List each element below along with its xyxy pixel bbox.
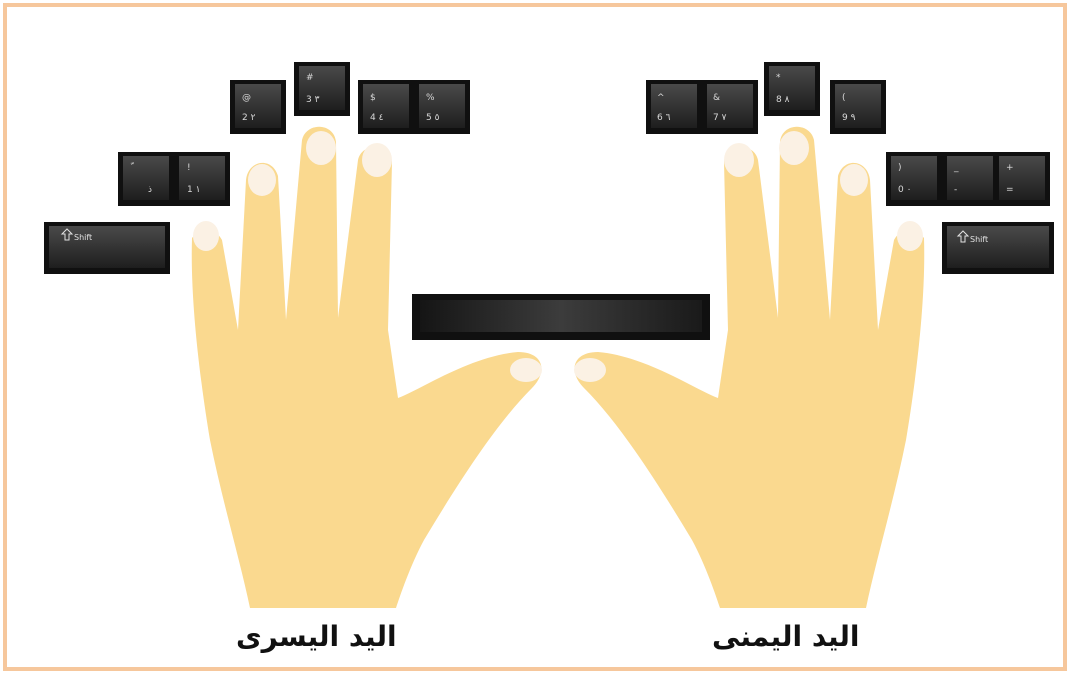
left-hand-label: اليد اليسرى xyxy=(236,620,397,653)
key-minus: _ - xyxy=(942,152,998,206)
key-4-bottom: 4 ٤ xyxy=(370,113,384,123)
key-3-bottom: 3 ٣ xyxy=(306,95,320,105)
right-shift-key: Shift xyxy=(942,222,1054,274)
key-4-top: $ xyxy=(370,93,376,103)
key-0: ) 0 ٠ xyxy=(886,152,942,206)
right-hand-label: اليد اليمنى xyxy=(712,620,860,653)
key-3: # 3 ٣ xyxy=(294,62,350,116)
key-equal: + = xyxy=(994,152,1050,206)
key-7-bottom: 7 ٧ xyxy=(713,113,727,123)
right-thumb-nail xyxy=(574,358,606,382)
key-3-top: # xyxy=(306,73,314,83)
right-hand-palm xyxy=(575,127,925,608)
key-9-top: ( xyxy=(842,93,846,103)
right-middle-nail xyxy=(779,131,809,165)
key-minus-top: _ xyxy=(953,163,959,173)
key-6-top: ^ xyxy=(657,93,665,103)
left-thumb-nail xyxy=(510,358,542,382)
key-9: ( 9 ٩ xyxy=(830,80,886,134)
space-bar-key xyxy=(412,294,710,340)
key-4: $ 4 ٤ xyxy=(358,80,414,134)
key-dhal: ّ ذ xyxy=(118,152,174,206)
key-0-bottom: 0 ٠ xyxy=(898,185,911,195)
key-7: & 7 ٧ xyxy=(702,80,758,134)
key-minus-bottom: - xyxy=(954,185,957,195)
right-index-nail xyxy=(724,143,754,177)
left-index-nail xyxy=(362,143,392,177)
key-6: ^ 6 ٦ xyxy=(646,80,702,134)
left-ring-nail xyxy=(248,164,276,196)
key-8-top: * xyxy=(776,73,781,83)
key-0-top: ) xyxy=(898,163,902,173)
key-2-bottom: 2 ٢ xyxy=(242,113,256,123)
key-5-bottom: 5 ٥ xyxy=(426,113,440,123)
left-hand xyxy=(192,127,542,608)
key-2-top: @ xyxy=(242,93,251,103)
key-1-top: ! xyxy=(187,163,191,173)
key-equal-top: + xyxy=(1006,163,1014,173)
key-8: * 8 ٨ xyxy=(764,62,820,116)
key-8-bottom: 8 ٨ xyxy=(776,95,790,105)
left-shift-key: Shift xyxy=(44,222,170,274)
right-shift-label: Shift xyxy=(970,235,988,244)
key-equal-bottom: = xyxy=(1006,185,1014,195)
right-ring-nail xyxy=(840,164,868,196)
left-shift-label: Shift xyxy=(74,233,92,242)
key-5-top: % xyxy=(426,93,435,103)
left-pinky-nail xyxy=(193,221,219,251)
key-7-top: & xyxy=(713,93,720,103)
key-2: @ 2 ٢ xyxy=(230,80,286,134)
key-9-bottom: 9 ٩ xyxy=(842,113,856,123)
key-dhal-bottom: ذ xyxy=(148,185,152,195)
key-1: ! 1 ١ xyxy=(174,152,230,206)
key-5: % 5 ٥ xyxy=(414,80,470,134)
right-hand xyxy=(574,127,924,608)
key-1-bottom: 1 ١ xyxy=(187,185,200,195)
right-pinky-nail xyxy=(897,221,923,251)
key-6-bottom: 6 ٦ xyxy=(657,113,671,123)
left-hand-palm xyxy=(192,127,542,608)
left-middle-nail xyxy=(306,131,336,165)
